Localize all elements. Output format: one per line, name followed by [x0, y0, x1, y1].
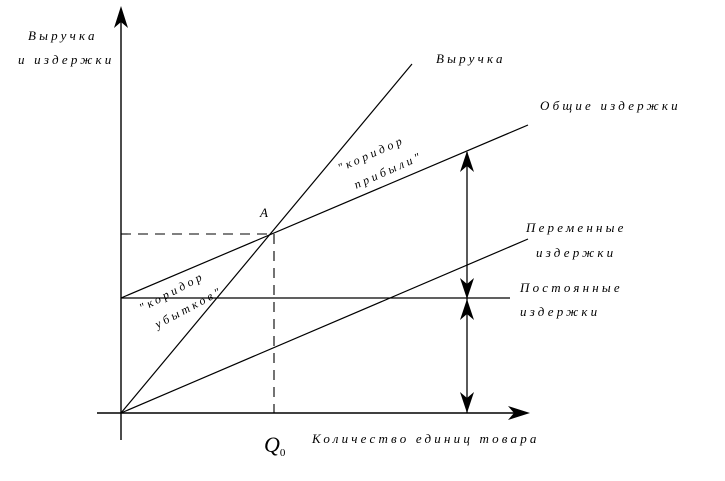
upper-measure-arrowhead-bottom: [460, 278, 474, 299]
lower-measure-arrowhead-bottom: [460, 392, 474, 413]
lower-measure-arrowhead-top: [460, 299, 474, 320]
revenue-line: [120, 63, 413, 414]
total-costs-line: [120, 124, 529, 299]
y-axis-label-line1: Выручка: [28, 28, 98, 43]
q0-label: Q0: [264, 432, 286, 459]
y-axis-label-line2: и издержки: [18, 52, 115, 67]
loss-corridor-label: "коридор убытков": [137, 269, 226, 332]
x-axis-arrowhead: [508, 406, 530, 420]
fixed-costs-label-line1: Постоянные: [519, 280, 623, 295]
fixed-costs-label-line2: издержки: [520, 304, 600, 319]
point-a-label: A: [259, 205, 268, 220]
q0-subscript: 0: [280, 447, 286, 459]
revenue-label: Выручка: [436, 51, 506, 66]
variable-costs-label-line1: Переменные: [525, 220, 627, 235]
upper-measure-arrowhead-top: [460, 151, 474, 172]
profit-corridor-label: "коридор прибыли": [336, 133, 426, 192]
variable-costs-line: [120, 238, 529, 414]
variable-costs-label-line2: издержки: [536, 245, 616, 260]
y-axis-arrowhead: [114, 6, 128, 28]
q0-symbol: Q: [264, 432, 280, 457]
x-axis-label: Количество единиц товара: [311, 431, 540, 446]
total-costs-label: Общие издержки: [540, 98, 681, 113]
